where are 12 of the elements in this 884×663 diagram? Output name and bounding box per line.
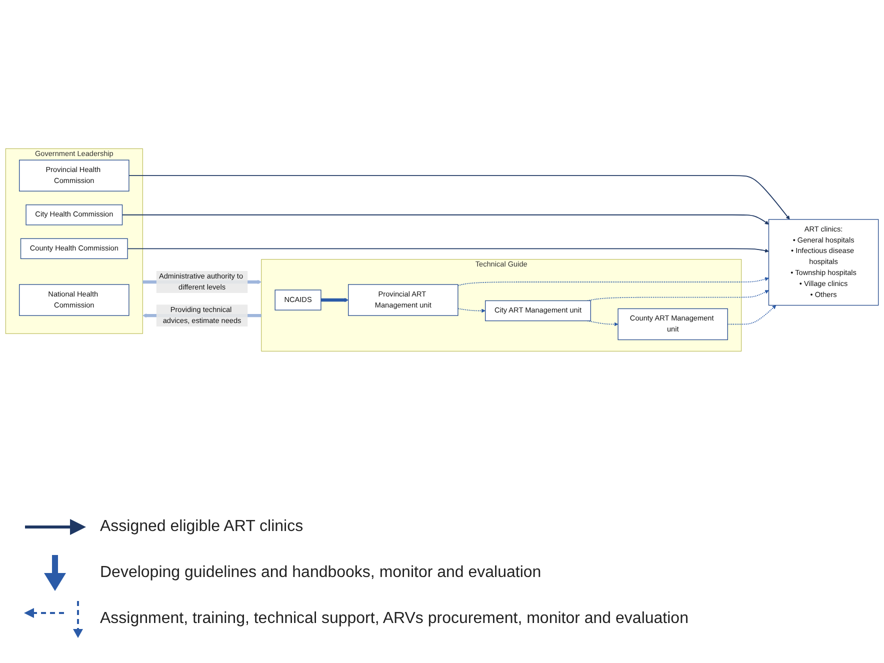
arrow	[127, 248, 769, 253]
arrow	[457, 277, 769, 286]
legend-text: Assigned eligible ART clinics	[100, 518, 304, 536]
arrow	[457, 308, 486, 313]
arrow	[128, 175, 790, 220]
arrow	[587, 320, 618, 326]
arrow	[727, 305, 776, 325]
legend-text: Assignment, training, technical support, ARVs procurement, monitor and evaluation	[100, 610, 688, 628]
arrow	[320, 298, 349, 302]
arrow	[122, 214, 769, 225]
arrow	[587, 290, 769, 302]
legend-text: Developing guidelines and handbooks, monitor and evaluation	[100, 564, 542, 582]
